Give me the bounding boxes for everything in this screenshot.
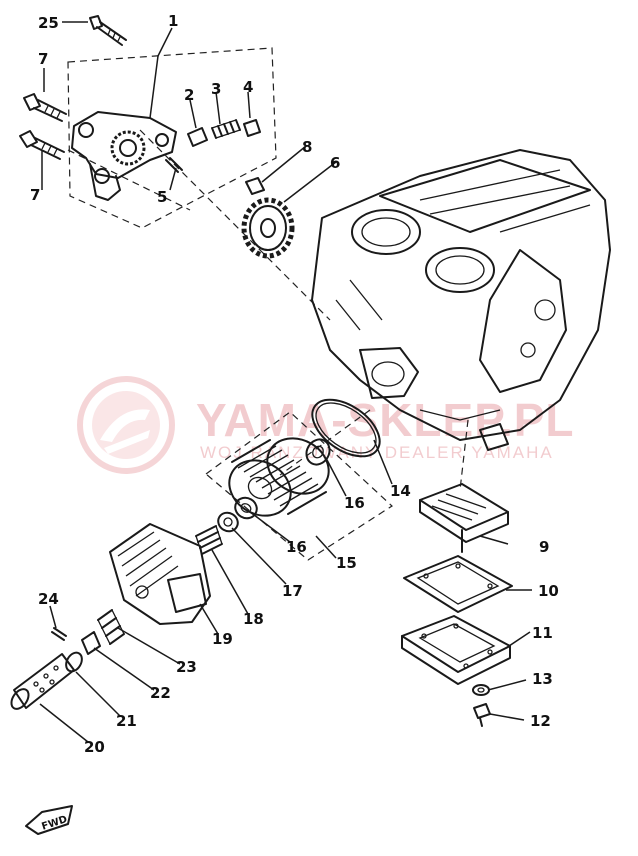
spring-3 [211, 119, 241, 139]
pin-5 [165, 157, 183, 173]
washer-16-lower [234, 496, 258, 520]
label-5: 5 [157, 188, 167, 206]
assembly-line-filter [279, 409, 371, 476]
assembly-line-bolt [67, 149, 191, 211]
label-17: 17 [282, 582, 303, 600]
label-7-top: 7 [38, 50, 48, 68]
pump-assembly-box [67, 47, 277, 229]
part-labels: 25 1 7 7 2 3 4 5 8 6 9 10 11 13 12 14 15… [30, 12, 559, 756]
label-16-lower: 16 [286, 538, 307, 556]
o-ring-21 [65, 651, 83, 673]
label-23: 23 [176, 658, 197, 676]
pin-24 [51, 627, 67, 641]
bolt-7-lower [19, 130, 65, 160]
assembly-line-pump [139, 129, 331, 321]
label-12: 12 [530, 712, 551, 730]
gasket-10 [403, 555, 513, 613]
watermark: YAMA-SKLEP.PL WOJ RANZOWANY DEALER YAMAH… [77, 376, 575, 474]
fwd-label: FWD [40, 814, 68, 833]
label-13: 13 [532, 670, 553, 688]
washer-17 [217, 511, 239, 533]
gear-6 [241, 197, 295, 259]
collar-22 [81, 631, 101, 655]
label-15: 15 [336, 554, 357, 572]
label-10: 10 [538, 582, 559, 600]
sleeve-2 [187, 127, 208, 147]
label-20: 20 [84, 738, 105, 756]
leader-lines [39, 21, 532, 743]
label-22: 22 [150, 684, 171, 702]
crankcase [311, 149, 611, 451]
spring-23 [97, 609, 125, 645]
label-4: 4 [243, 78, 253, 96]
label-6: 6 [330, 154, 340, 172]
bolt-12 [473, 703, 491, 727]
label-2: 2 [184, 86, 194, 104]
label-18: 18 [243, 610, 264, 628]
label-7-bottom: 7 [30, 186, 40, 204]
cover-plate-11 [401, 615, 511, 685]
label-8: 8 [302, 138, 312, 156]
label-25: 25 [38, 14, 59, 32]
oil-filter-element [228, 437, 330, 517]
watermark-brand: YAMA-SKLEP.PL [196, 394, 575, 446]
label-9: 9 [539, 538, 549, 556]
label-16-upper: 16 [344, 494, 365, 512]
o-ring-14 [311, 398, 381, 458]
watermark-logo-icon [77, 376, 175, 474]
label-3: 3 [211, 80, 221, 98]
plug-4 [243, 119, 261, 137]
oil-strainer-9 [419, 483, 509, 553]
filter-assembly-box [205, 411, 393, 561]
bolt-7-upper [23, 93, 67, 122]
fwd-arrow-icon: FWD [25, 805, 73, 835]
label-11: 11 [532, 624, 553, 642]
filter-cover-19 [109, 523, 211, 625]
strainer-pipe-20 [10, 653, 75, 710]
label-21: 21 [116, 712, 137, 730]
label-14: 14 [390, 482, 411, 500]
label-1: 1 [168, 12, 178, 30]
oil-pump-1 [71, 111, 177, 201]
washer-13 [472, 684, 490, 696]
label-24: 24 [38, 590, 59, 608]
label-19: 19 [212, 630, 233, 648]
collar-8 [245, 177, 265, 195]
bolt-25 [89, 15, 127, 46]
